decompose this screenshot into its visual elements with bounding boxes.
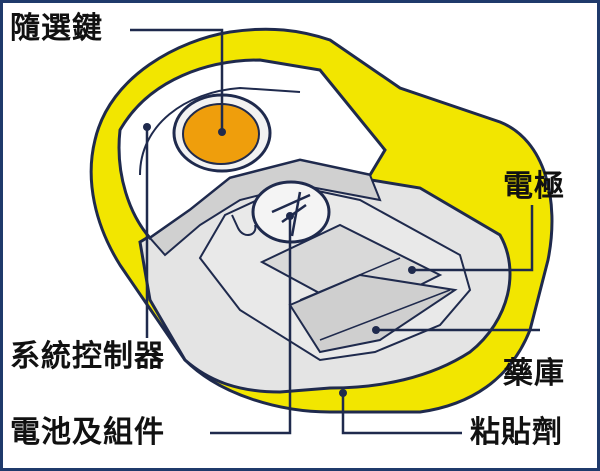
clip-detail — [231, 214, 257, 236]
label-system-controller: 系統控制器 — [10, 339, 165, 374]
label-select-key: 隨選鍵 — [10, 11, 103, 46]
leader-dots — [143, 123, 416, 397]
battery-symbol — [271, 191, 311, 237]
reservoir-edge — [299, 257, 451, 341]
label-drug-reservoir: 藥庫 — [503, 356, 565, 391]
cover-sidewall — [148, 158, 382, 257]
label-battery-components: 電池及組件 — [10, 415, 165, 450]
label-electrode: 電極 — [503, 169, 565, 204]
leader-lines — [130, 28, 540, 435]
cover-rim — [139, 86, 301, 176]
label-adhesive: 粘貼劑 — [470, 415, 563, 450]
